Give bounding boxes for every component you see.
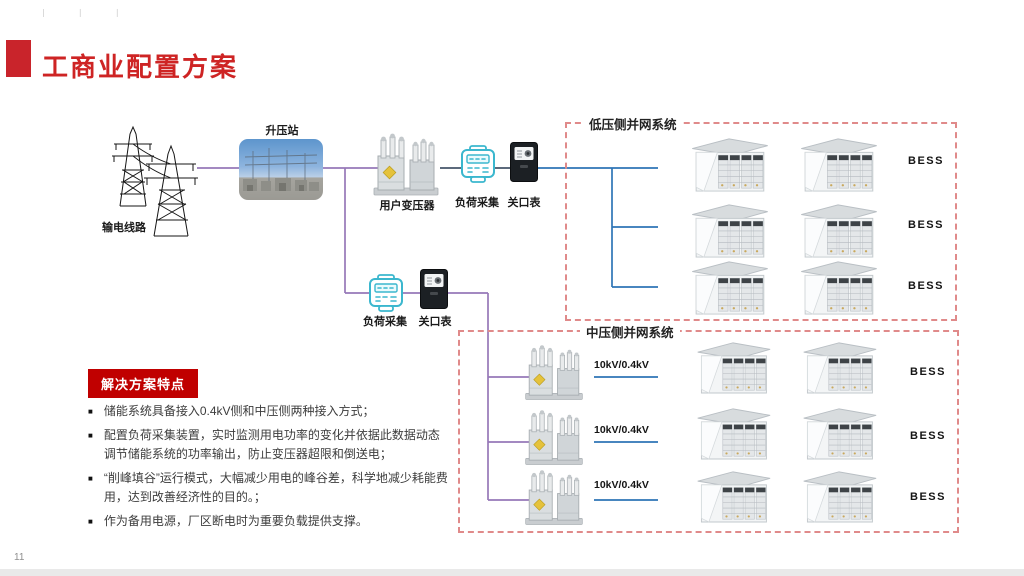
booster-station-photo — [239, 139, 323, 200]
gateway-meter-icon — [419, 268, 449, 310]
bess-container — [688, 201, 770, 259]
gateway-meter-label-1: 关口表 — [507, 197, 541, 209]
feature-text: 作为备用电源，厂区断电时为重要负载提供支撑。 — [103, 514, 368, 528]
load-meter-icon — [458, 145, 498, 183]
bess-container — [800, 338, 878, 396]
feature-text: “削峰填谷”运行模式，大幅减少用电的峰谷差，科学地减少耗能费用，达到改善经济性的… — [103, 471, 448, 504]
bess-label: BESS — [910, 366, 946, 378]
title-accent-square — [6, 40, 31, 77]
page-title: 工商业配置方案 — [42, 52, 239, 82]
transmission-tower-icon — [112, 125, 198, 237]
feature-text: 配置负荷采集装置，实时监测用电功率的变化并依据此数据动态调节储能系统的功率输出，… — [103, 428, 440, 461]
bess-container — [797, 258, 879, 316]
transformer-ratio-label: 10kV/0.4kV — [594, 479, 649, 491]
bess-container — [800, 467, 878, 525]
bess-container — [800, 404, 878, 462]
user-transformer-label: 用户变压器 — [379, 200, 435, 212]
load-meter-label-1: 负荷采集 — [455, 197, 499, 209]
bess-label: BESS — [908, 280, 944, 292]
bess-label: BESS — [908, 155, 944, 167]
bess-label: BESS — [908, 219, 944, 231]
bottom-bar — [0, 569, 1024, 576]
lv-grid-system-box: 低压侧并网系统 — [565, 114, 957, 321]
feature-item: ■ 作为备用电源，厂区断电时为重要负载提供支撑。 — [88, 512, 450, 531]
gateway-meter-icon — [509, 141, 539, 183]
bess-container — [688, 258, 770, 316]
bullet-square-icon: ■ — [88, 431, 93, 440]
solution-features-badge: 解决方案特点 — [88, 369, 199, 398]
feature-list: ■ 储能系统具备接入0.4kV侧和中压侧两种接入方式； ■ 配置负荷采集装置，实… — [88, 402, 450, 536]
bess-label: BESS — [910, 430, 946, 442]
mv-transformer-icon — [518, 467, 590, 529]
bess-container — [694, 467, 772, 525]
gateway-meter-label-2: 关口表 — [418, 316, 452, 328]
feature-item: ■ 储能系统具备接入0.4kV侧和中压侧两种接入方式； — [88, 402, 450, 421]
transformer-ratio-label: 10kV/0.4kV — [594, 424, 649, 436]
lv-box-title: 低压侧并网系统 — [583, 114, 683, 133]
bess-container — [694, 404, 772, 462]
bullet-square-icon: ■ — [88, 407, 93, 416]
bess-container — [688, 135, 770, 193]
bess-label: BESS — [910, 491, 946, 503]
user-transformer-icon — [368, 130, 444, 200]
bess-container — [797, 201, 879, 259]
load-meter-icon — [366, 274, 406, 312]
transformer-ratio-label: 10kV/0.4kV — [594, 359, 649, 371]
bess-container — [694, 338, 772, 396]
load-meter-label-2: 负荷采集 — [363, 316, 407, 328]
bullet-square-icon: ■ — [88, 474, 93, 483]
feature-text: 储能系统具备接入0.4kV侧和中压侧两种接入方式； — [103, 404, 375, 418]
mv-grid-system-box: 中压侧并网系统 — [458, 322, 959, 533]
mv-box-title: 中压侧并网系统 — [580, 322, 680, 341]
bullet-square-icon: ■ — [88, 517, 93, 526]
page-number: 11 — [14, 552, 25, 563]
mv-transformer-icon — [518, 342, 590, 404]
bess-container — [797, 135, 879, 193]
feature-item: ■ 配置负荷采集装置，实时监测用电功率的变化并依据此数据动态调节储能系统的功率输… — [88, 426, 450, 464]
mv-transformer-icon — [518, 407, 590, 469]
feature-item: ■ “削峰填谷”运行模式，大幅减少用电的峰谷差，科学地减少耗能费用，达到改善经济… — [88, 469, 450, 507]
transmission-label: 输电线路 — [102, 222, 146, 234]
watermark-marks: ❘ ❘ ❘ — [40, 8, 135, 17]
booster-label: 升压站 — [265, 125, 299, 137]
